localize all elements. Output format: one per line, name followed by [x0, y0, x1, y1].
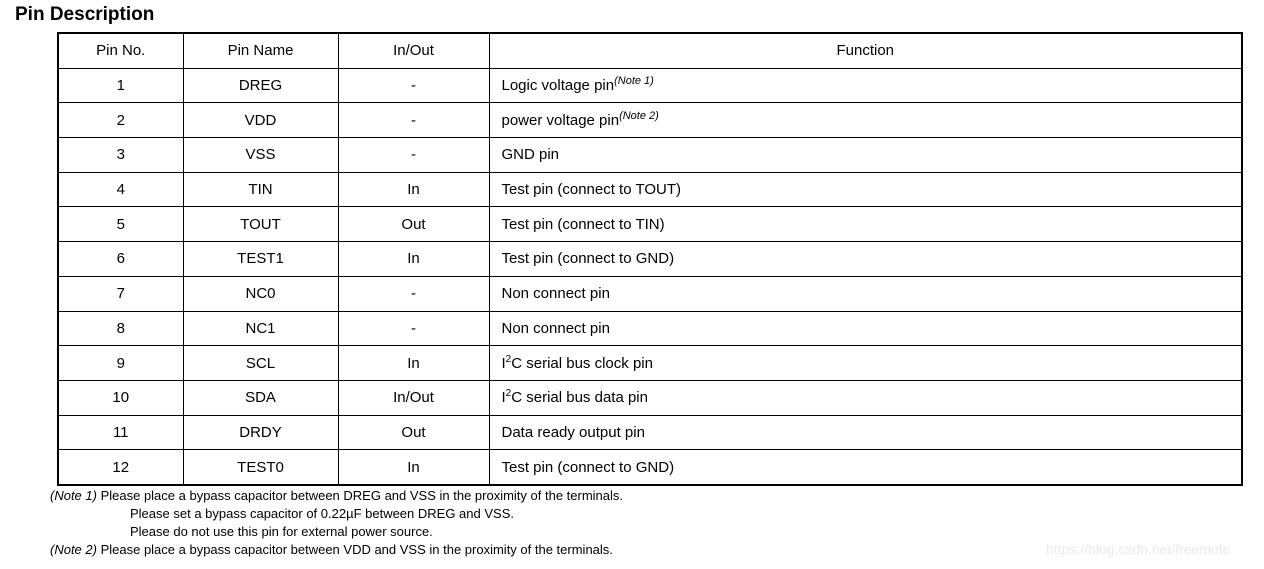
cell-pin-name: VDD	[182, 102, 339, 139]
cell-pin-no: 11	[57, 414, 184, 451]
note-text: Please set a bypass capacitor of 0.22µF …	[130, 506, 514, 521]
function-text: C serial bus clock pin	[511, 354, 653, 372]
cell-pin-no: 9	[57, 345, 184, 381]
cell-pin-no: 10	[57, 379, 184, 416]
function-text: power voltage pin	[501, 111, 620, 129]
cell-in-out: -	[337, 102, 490, 139]
note-line: Please do not use this pin for external …	[50, 523, 623, 541]
cell-pin-no: 5	[57, 206, 184, 243]
cell-pin-name: TEST0	[182, 449, 339, 486]
notes-section: (Note 1) Please place a bypass capacitor…	[50, 487, 623, 559]
note-line: (Note 1) Please place a bypass capacitor…	[50, 487, 623, 505]
cell-function: GND pin	[488, 137, 1243, 173]
function-text: Test pin (connect to GND)	[501, 458, 675, 476]
cell-pin-name: DRDY	[182, 414, 339, 451]
cell-pin-name: NC1	[182, 310, 339, 347]
cell-pin-name: VSS	[182, 137, 339, 173]
note-text: Please place a bypass capacitor between …	[96, 542, 613, 557]
cell-pin-no: 6	[57, 241, 184, 277]
cell-in-out: In	[337, 241, 490, 277]
cell-in-out: -	[337, 275, 490, 312]
cell-in-out: In	[337, 171, 490, 208]
superscript-number: 2	[505, 388, 512, 400]
note-reference-superscript: (Note 1)	[614, 75, 654, 88]
cell-in-out: -	[337, 67, 490, 104]
cell-function: Test pin (connect to TIN)	[488, 206, 1243, 243]
cell-function: I2C serial bus data pin	[488, 379, 1243, 416]
table-header-row: Pin No. Pin Name In/Out Function	[57, 32, 1243, 69]
cell-function: Non connect pin	[488, 310, 1243, 347]
note-line: Please set a bypass capacitor of 0.22µF …	[50, 505, 623, 523]
note-text: Please do not use this pin for external …	[130, 524, 433, 539]
note-label: (Note 1)	[50, 488, 97, 503]
col-header-pin-name: Pin Name	[182, 32, 339, 69]
col-header-function: Function	[488, 32, 1243, 69]
function-text: Non connect pin	[501, 285, 610, 303]
cell-function: Data ready output pin	[488, 414, 1243, 451]
superscript-number: 2	[505, 353, 512, 365]
note-label: (Note 2)	[50, 542, 97, 557]
cell-in-out: In	[337, 449, 490, 486]
cell-pin-name: NC0	[182, 275, 339, 312]
function-text: Test pin (connect to GND)	[501, 250, 675, 268]
function-text: I	[501, 354, 506, 372]
cell-pin-name: TEST1	[182, 241, 339, 277]
cell-function: I2C serial bus clock pin	[488, 345, 1243, 381]
cell-in-out: Out	[337, 414, 490, 451]
cell-pin-no: 2	[57, 102, 184, 139]
cell-pin-name: TIN	[182, 171, 339, 208]
cell-in-out: -	[337, 137, 490, 173]
cell-function: Test pin (connect to TOUT)	[488, 171, 1243, 208]
cell-in-out: In/Out	[337, 379, 490, 416]
cell-pin-name: DREG	[182, 67, 339, 104]
cell-function: Test pin (connect to GND)	[488, 449, 1243, 486]
cell-in-out: Out	[337, 206, 490, 243]
function-text: GND pin	[501, 146, 560, 164]
cell-pin-no: 1	[57, 67, 184, 104]
function-text: Data ready output pin	[501, 423, 645, 441]
cell-function: Logic voltage pin(Note 1)	[488, 67, 1243, 104]
cell-pin-no: 12	[57, 449, 184, 486]
function-text: Test pin (connect to TIN)	[501, 215, 665, 233]
page-title: Pin Description	[15, 4, 155, 25]
function-text: Logic voltage pin	[501, 77, 615, 95]
cell-pin-name: SDA	[182, 379, 339, 416]
cell-pin-no: 3	[57, 137, 184, 173]
cell-pin-no: 8	[57, 310, 184, 347]
cell-function: Test pin (connect to GND)	[488, 241, 1243, 277]
cell-in-out: In	[337, 345, 490, 381]
cell-pin-name: SCL	[182, 345, 339, 381]
cell-pin-no: 4	[57, 171, 184, 208]
cell-pin-no: 7	[57, 275, 184, 312]
note-reference-superscript: (Note 2)	[619, 109, 659, 122]
col-header-pin-no: Pin No.	[57, 32, 184, 69]
cell-in-out: -	[337, 310, 490, 347]
cell-function: Non connect pin	[488, 275, 1243, 312]
watermark: https://blog.csdn.net/freemote	[1046, 541, 1231, 557]
function-text: Test pin (connect to TOUT)	[501, 181, 682, 199]
note-text: Please place a bypass capacitor between …	[96, 488, 624, 503]
cell-pin-name: TOUT	[182, 206, 339, 243]
col-header-in-out: In/Out	[337, 32, 490, 69]
note-line: (Note 2) Please place a bypass capacitor…	[50, 541, 623, 559]
cell-function: power voltage pin(Note 2)	[488, 102, 1243, 139]
function-text: Non connect pin	[501, 319, 610, 337]
function-text: C serial bus data pin	[511, 389, 648, 407]
function-text: I	[501, 389, 506, 407]
